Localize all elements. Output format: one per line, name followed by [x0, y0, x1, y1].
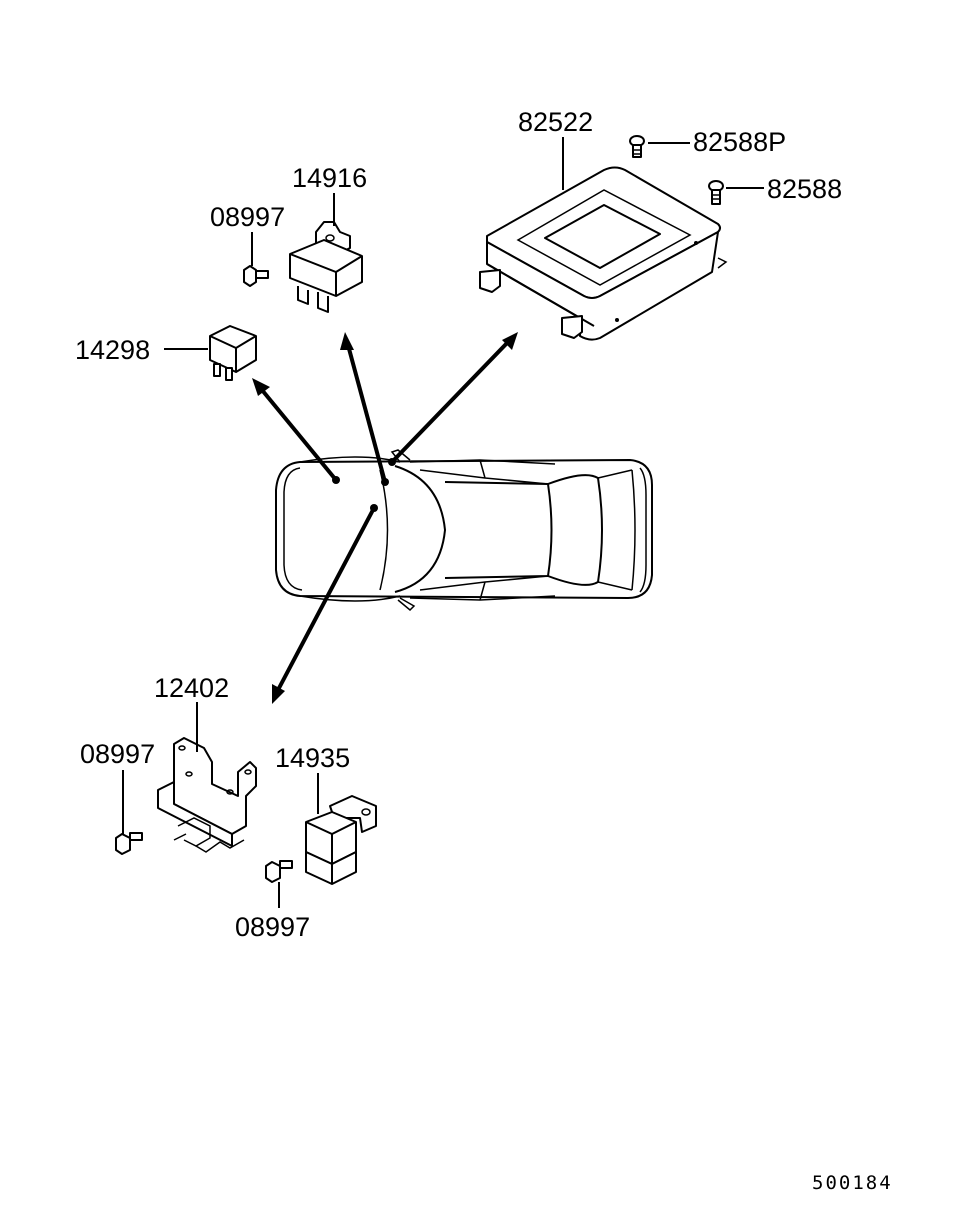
screw-82588p-icon: [629, 135, 645, 158]
car-outline: [275, 449, 653, 612]
relay-small: [209, 325, 257, 381]
location-arrows: [252, 332, 518, 704]
bracket-assembly: [157, 737, 257, 853]
label-relay-bracket-top: 14916: [292, 163, 367, 193]
label-bolt-bottom-right: 08997: [235, 912, 310, 942]
label-bolt-top: 08997: [210, 202, 285, 232]
label-bracket-bottom: 12402: [154, 673, 229, 703]
diagram-code: 500184: [812, 1172, 893, 1194]
label-bolt-bottom-left: 08997: [80, 739, 155, 769]
screw-82588-icon: [708, 180, 724, 205]
label-ecu: 82522: [518, 107, 593, 137]
bolt-bottom-right-icon: [265, 860, 293, 883]
label-relay-bottom: 14935: [275, 743, 350, 773]
bolt-bottom-left-icon: [115, 832, 143, 855]
label-ecu-screw: 82588: [767, 174, 842, 204]
relay-bottom: [305, 795, 377, 885]
label-relay-small: 14298: [75, 335, 150, 365]
relay-with-bracket: [289, 221, 363, 313]
bolt-top-icon: [243, 265, 269, 287]
ecu-module: [479, 166, 728, 341]
label-ecu-screw-p: 82588P: [693, 127, 786, 157]
